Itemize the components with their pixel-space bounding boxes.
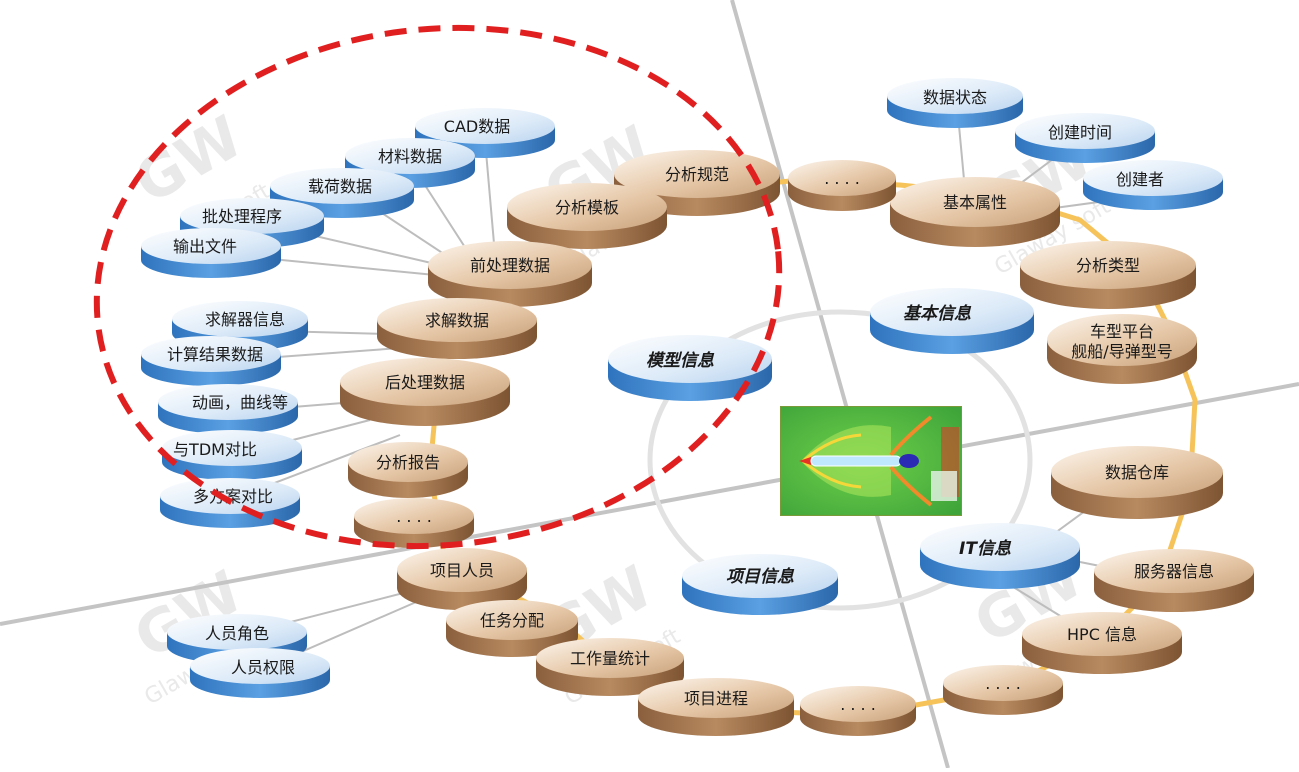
basic-more-disc[interactable]: . . . .: [788, 160, 896, 211]
hpc-info-label: HPC 信息: [1067, 625, 1137, 644]
tdm-compare-label: 与TDM对比: [173, 440, 257, 459]
batch-program-label: 批处理程序: [202, 207, 282, 226]
solve-data-label: 求解数据: [425, 311, 489, 330]
roles-disc[interactable]: 人员角色: [167, 614, 307, 664]
category-it-info-label: IT信息: [959, 539, 1012, 559]
category-basic-info[interactable]: 基本信息: [870, 288, 1034, 354]
data-warehouse-disc[interactable]: 数据仓库: [1051, 446, 1223, 519]
creator-disc[interactable]: 创建者: [1083, 160, 1223, 210]
basic-more-label: . . . .: [824, 169, 860, 188]
simulation-thumbnail: [780, 406, 962, 516]
platform-line1-label: 车型平台: [1090, 322, 1154, 341]
roles-label: 人员角色: [205, 624, 269, 643]
analysis-report-disc[interactable]: 分析报告: [348, 442, 468, 498]
basic-attributes-label: 基本属性: [943, 193, 1007, 212]
load-data-label: 载荷数据: [308, 177, 372, 196]
result-data-disc[interactable]: 计算结果数据: [141, 336, 281, 386]
creator-label: 创建者: [1116, 170, 1164, 189]
basic-attributes-disc[interactable]: 基本属性: [890, 177, 1060, 247]
analysis-type-label: 分析类型: [1076, 256, 1140, 275]
model-more-disc[interactable]: . . . .: [354, 498, 474, 548]
data-status-disc[interactable]: 数据状态: [887, 78, 1023, 128]
postprocessing-label: 后处理数据: [385, 373, 465, 392]
category-it-info[interactable]: IT信息: [920, 523, 1080, 589]
result-data-label: 计算结果数据: [167, 345, 263, 364]
animation-label: 动画，曲线等: [192, 393, 288, 412]
category-basic-info-label: 基本信息: [903, 304, 972, 324]
task-assign-disc[interactable]: 任务分配: [446, 600, 578, 657]
category-project-info[interactable]: 项目信息: [682, 554, 838, 615]
progress-disc[interactable]: 项目进程: [638, 678, 794, 736]
project-more-disc[interactable]: . . . .: [800, 686, 916, 736]
preprocessing-label: 前处理数据: [470, 256, 550, 275]
center-ring: [647, 309, 1033, 611]
server-info-disc[interactable]: 服务器信息: [1094, 549, 1254, 612]
postprocessing-disc[interactable]: 后处理数据: [340, 358, 510, 426]
data-status-label: 数据状态: [923, 88, 987, 107]
category-model-info[interactable]: 模型信息: [608, 335, 772, 401]
progress-label: 项目进程: [684, 689, 748, 708]
data-warehouse-label: 数据仓库: [1105, 463, 1169, 482]
analysis-type-disc[interactable]: 分析类型: [1020, 241, 1196, 309]
solver-info-disc[interactable]: 求解器信息: [172, 301, 308, 351]
category-project-info-label: 项目信息: [726, 567, 795, 587]
creation-time-label: 创建时间: [1048, 123, 1112, 142]
analysis-template-disc[interactable]: 分析模板: [507, 183, 667, 249]
workload-label: 工作量统计: [570, 649, 650, 668]
output-file-disc[interactable]: 输出文件: [141, 228, 281, 278]
analysis-report-label: 分析报告: [376, 453, 440, 472]
it-more-label: . . . .: [985, 674, 1021, 693]
analysis-spec-disc[interactable]: 分析规范: [614, 150, 780, 216]
platform-line2-label: 舰船/导弹型号: [1071, 342, 1172, 361]
personnel-disc[interactable]: 项目人员: [397, 548, 527, 610]
server-info-label: 服务器信息: [1134, 562, 1214, 581]
cad-data-label: CAD数据: [444, 117, 510, 136]
model-more-label: . . . .: [396, 507, 432, 526]
workload-disc[interactable]: 工作量统计: [536, 638, 684, 696]
multi-compare-disc[interactable]: 多方案对比: [160, 478, 300, 528]
permissions-disc[interactable]: 人员权限: [190, 648, 330, 698]
tdm-compare-disc[interactable]: 与TDM对比: [162, 430, 302, 480]
solve-data-disc[interactable]: 求解数据: [377, 298, 537, 359]
solver-info-label: 求解器信息: [205, 310, 285, 329]
animation-disc[interactable]: 动画，曲线等: [158, 384, 298, 434]
multi-compare-label: 多方案对比: [193, 487, 273, 506]
cad-data-disc[interactable]: CAD数据: [415, 108, 555, 158]
personnel-label: 项目人员: [430, 561, 494, 580]
analysis-spec-label: 分析规范: [665, 165, 729, 184]
permissions-label: 人员权限: [231, 658, 295, 677]
output-file-label: 输出文件: [173, 237, 237, 256]
it-more-disc[interactable]: . . . .: [943, 665, 1063, 715]
platform-model-disc[interactable]: 车型平台 舰船/导弹型号: [1047, 314, 1197, 384]
creation-time-disc[interactable]: 创建时间: [1015, 113, 1155, 163]
task-assign-label: 任务分配: [480, 611, 544, 630]
highlight-dashed-ellipse: [93, 24, 783, 550]
preprocessing-disc[interactable]: 前处理数据: [428, 241, 592, 307]
material-data-label: 材料数据: [378, 147, 442, 166]
category-model-info-label: 模型信息: [646, 351, 715, 371]
hpc-info-disc[interactable]: HPC 信息: [1022, 612, 1182, 674]
project-more-label: . . . .: [840, 695, 876, 714]
analysis-template-label: 分析模板: [555, 198, 619, 217]
